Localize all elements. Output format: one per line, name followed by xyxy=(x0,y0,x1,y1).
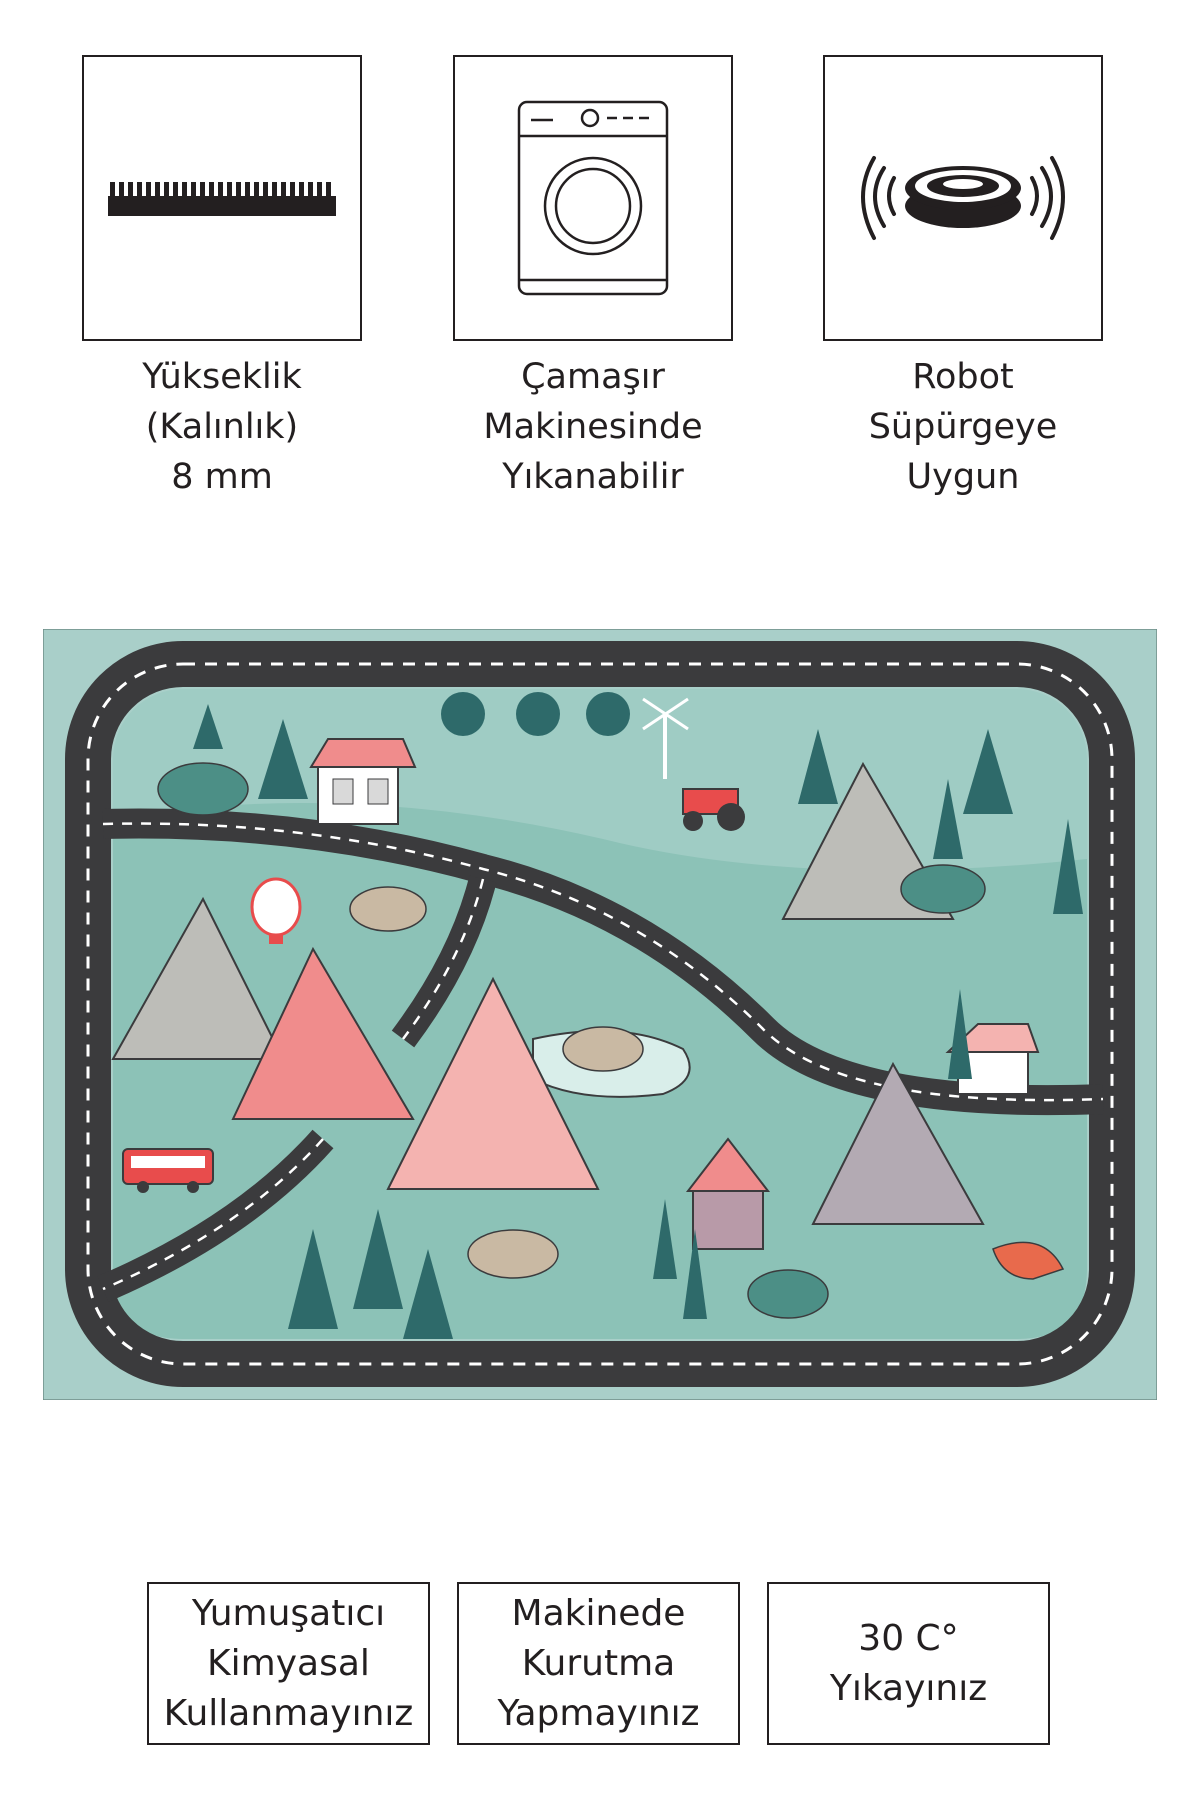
feature-box-robot xyxy=(823,55,1103,341)
care-label-temperature: 30 C° Yıkayınız xyxy=(829,1617,988,1709)
washing-machine-icon xyxy=(517,100,669,296)
kids-rug-illustration xyxy=(43,629,1157,1400)
care-label-softener: Yumuşatıcı Kimyasal Kullanmayınız xyxy=(163,1592,414,1734)
care-box-dryer: Makinede Kurutma Yapmayınız xyxy=(457,1582,740,1745)
feature-box-washing xyxy=(453,55,733,341)
carpet-pile-icon xyxy=(108,182,336,216)
care-box-temperature: 30 C° Yıkayınız xyxy=(767,1582,1050,1745)
care-box-softener: Yumuşatıcı Kimyasal Kullanmayınız xyxy=(147,1582,430,1745)
care-label-dryer: Makinede Kurutma Yapmayınız xyxy=(497,1592,700,1734)
robot-vacuum-icon xyxy=(861,156,1065,240)
feature-label-height: Yükseklik (Kalınlık) 8 mm xyxy=(142,357,302,497)
feature-label-robot: Robot Süpürgeye Uygun xyxy=(868,357,1058,497)
feature-label-washing: Çamaşır Makinesinde Yıkanabilir xyxy=(483,357,703,497)
feature-box-height xyxy=(82,55,362,341)
